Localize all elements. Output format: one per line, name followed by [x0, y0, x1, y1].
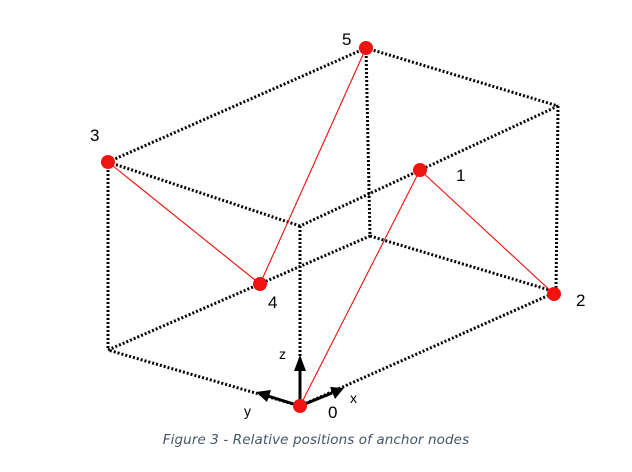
figure-caption: Figure 3 - Relative positions of anchor …: [162, 432, 470, 448]
link-1-2: [419, 169, 555, 295]
node-label-4: 4: [268, 293, 277, 312]
node-label-5: 5: [342, 30, 351, 49]
anchor-node-1: [413, 163, 427, 177]
box-edge-bottom-right: [299, 290, 557, 408]
link-3-4: [107, 161, 261, 285]
anchor-node-5: [359, 41, 373, 55]
link-0-1: [299, 169, 421, 407]
box-edge-top-back: [365, 46, 559, 108]
node-label-1: 1: [456, 166, 465, 185]
z-axis-arrowhead: [294, 355, 306, 371]
box-wireframe: [106, 46, 560, 408]
y-axis-arrowhead: [256, 390, 271, 402]
box-edge-top-left: [107, 46, 367, 164]
box-edge-bottom-back: [369, 234, 557, 294]
z-axis-label: z: [279, 346, 286, 362]
node-label-2: 2: [576, 291, 585, 310]
node-labels: 0 1 2 3 4 5: [90, 30, 585, 422]
link-4-5: [259, 47, 367, 285]
anchor-nodes: [101, 41, 561, 413]
node-label-3: 3: [90, 126, 99, 145]
anchor-node-2: [547, 287, 561, 301]
node-label-0: 0: [328, 403, 337, 422]
x-axis-label: x: [350, 390, 357, 406]
box-edge-vertical-back: [364, 47, 372, 237]
anchor-links: [107, 47, 555, 407]
box-edge-top-front: [107, 160, 301, 228]
y-axis-label: y: [244, 403, 251, 419]
box-edge-bottom-left: [107, 234, 371, 352]
x-axis-arrowhead: [330, 387, 344, 399]
anchor-node-0: [293, 399, 307, 413]
anchor-node-3: [101, 155, 115, 169]
box-edge-vertical-right: [554, 105, 560, 293]
anchor-node-4: [253, 277, 267, 291]
box-edge-top-right: [299, 104, 559, 228]
